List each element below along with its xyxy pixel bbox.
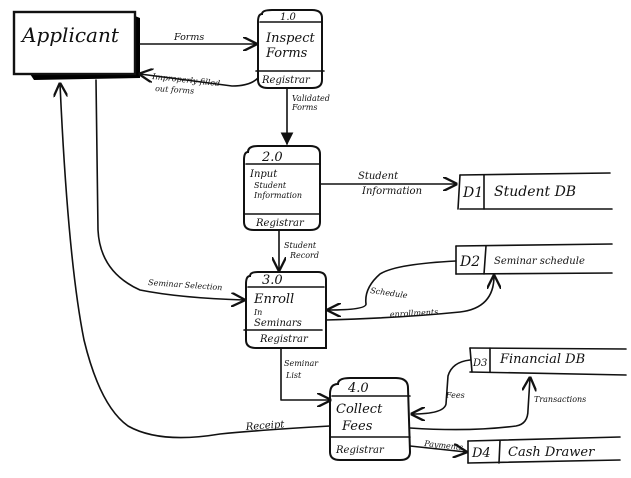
- store-top-line: [455, 243, 613, 247]
- flow-arrow: [140, 74, 259, 87]
- flow-label-line-1: Student: [358, 171, 399, 182]
- store-code: D1: [462, 185, 483, 201]
- process-4-collect-fees[interactable]: 4.0 Collect Fees Registrar: [329, 377, 412, 461]
- flow-label-line-1: Validated: [292, 94, 330, 103]
- flow-label: Forms: [173, 32, 204, 43]
- store-code-divider: [498, 440, 501, 464]
- process-number: 2.0: [261, 150, 283, 165]
- process-name-line-3: Information: [253, 191, 302, 200]
- store-name: Student DB: [494, 184, 576, 200]
- data-store-d2-seminar-schedule[interactable]: D2 Seminar schedule: [455, 243, 613, 275]
- flow-label-line-2: Forms: [291, 103, 317, 112]
- process-name-line-1: Inspect: [265, 31, 315, 46]
- store-name: Cash Drawer: [508, 445, 595, 460]
- flow-student-record[interactable]: Student Record: [279, 229, 319, 270]
- process-actor: Registrar: [261, 75, 311, 86]
- store-left-edge: [457, 174, 461, 210]
- flow-enrollments[interactable]: enrollments: [325, 276, 494, 321]
- store-name: Financial DB: [499, 352, 585, 367]
- store-code: D3: [472, 358, 487, 369]
- entity-label: Applicant: [20, 23, 120, 47]
- store-code: D4: [471, 446, 491, 461]
- process-name-line-1: Collect: [336, 402, 383, 417]
- process-1-inspect-forms[interactable]: 1.0 Inspect Forms Registrar: [255, 9, 325, 89]
- flow-label: Schedule: [370, 286, 409, 300]
- flow-label: enrollments: [390, 307, 439, 319]
- process-actor: Registrar: [259, 334, 309, 345]
- process-3-enroll-in-seminars[interactable]: 3.0 Enroll In Seminars Registrar: [243, 271, 327, 349]
- flow-payments[interactable]: Payments: [409, 439, 466, 452]
- flow-label-line-2: Record: [289, 251, 319, 260]
- data-store-d4-cash-drawer[interactable]: D4 Cash Drawer: [467, 436, 621, 464]
- flow-forms[interactable]: Forms: [139, 32, 256, 44]
- store-bottom-line: [469, 371, 627, 376]
- store-bottom-line: [455, 272, 613, 275]
- flow-receipt[interactable]: Receipt: [60, 84, 331, 439]
- process-name-line-1: Input: [249, 169, 278, 180]
- flow-arrow: [60, 84, 331, 439]
- external-entity-applicant[interactable]: Applicant: [12, 10, 140, 80]
- store-bottom-line: [467, 459, 621, 464]
- process-name-line-3: Seminars: [254, 318, 302, 329]
- flow-fees[interactable]: Fees: [412, 359, 471, 414]
- store-top-line: [459, 172, 611, 176]
- flow-label: Seminar Selection: [148, 278, 223, 292]
- flow-arrow: [409, 446, 466, 452]
- process-actor: Registrar: [335, 445, 385, 456]
- flow-label-line-2: List: [285, 371, 302, 380]
- flow-student-information[interactable]: Student Information: [319, 171, 456, 197]
- flow-label-line-1: Seminar: [284, 359, 319, 368]
- flow-arrow: [280, 347, 330, 400]
- process-actor: Registrar: [255, 218, 305, 229]
- process-number: 3.0: [262, 273, 283, 288]
- process-number: 4.0: [347, 381, 369, 396]
- flow-seminar-list[interactable]: Seminar List: [280, 347, 330, 400]
- flow-arrow: [409, 378, 530, 431]
- flow-label: Receipt: [244, 419, 285, 433]
- flow-seminar-selection[interactable]: Seminar Selection: [95, 79, 244, 300]
- flow-label: Transactions: [534, 395, 586, 404]
- store-code: D2: [459, 254, 480, 270]
- entity-box: [12, 10, 137, 76]
- flow-label: Fees: [445, 391, 465, 400]
- flow-validated-forms[interactable]: Validated Forms: [280, 87, 330, 146]
- process-name-line-2: In: [253, 308, 262, 317]
- flow-schedule[interactable]: Schedule: [328, 260, 457, 310]
- store-code-divider: [483, 245, 487, 275]
- process-name-line-2: Student: [254, 181, 287, 190]
- flow-arrow: [328, 260, 457, 310]
- data-store-d1-student-db[interactable]: D1 Student DB: [457, 172, 613, 210]
- flow-arrow: [95, 79, 244, 300]
- store-left-edge: [469, 347, 473, 373]
- flow-arrow: [412, 359, 471, 414]
- store-top-line: [469, 347, 627, 350]
- flow-label: Payments: [423, 439, 464, 452]
- process-number: 1.0: [280, 12, 297, 23]
- process-name-line-2: Forms: [265, 46, 308, 61]
- flow-arrow: [325, 276, 494, 321]
- flow-label-line-2: out forms: [155, 84, 195, 96]
- flow-label-line-1: Student: [284, 241, 317, 250]
- flow-transactions[interactable]: Transactions: [409, 378, 586, 431]
- process-2-input-student-information[interactable]: 2.0 Input Student Information Registrar: [243, 145, 321, 231]
- flow-improperly-filled-out-forms[interactable]: Improperly filled out forms: [140, 72, 259, 96]
- store-name: Seminar schedule: [494, 256, 585, 267]
- data-store-d3-financial-db[interactable]: D3 Financial DB: [469, 347, 627, 376]
- process-name-line-2: Fees: [341, 419, 373, 434]
- store-top-line: [467, 436, 621, 442]
- flow-label-line-2: Information: [361, 186, 422, 197]
- process-name-line-1: Enroll: [253, 292, 294, 307]
